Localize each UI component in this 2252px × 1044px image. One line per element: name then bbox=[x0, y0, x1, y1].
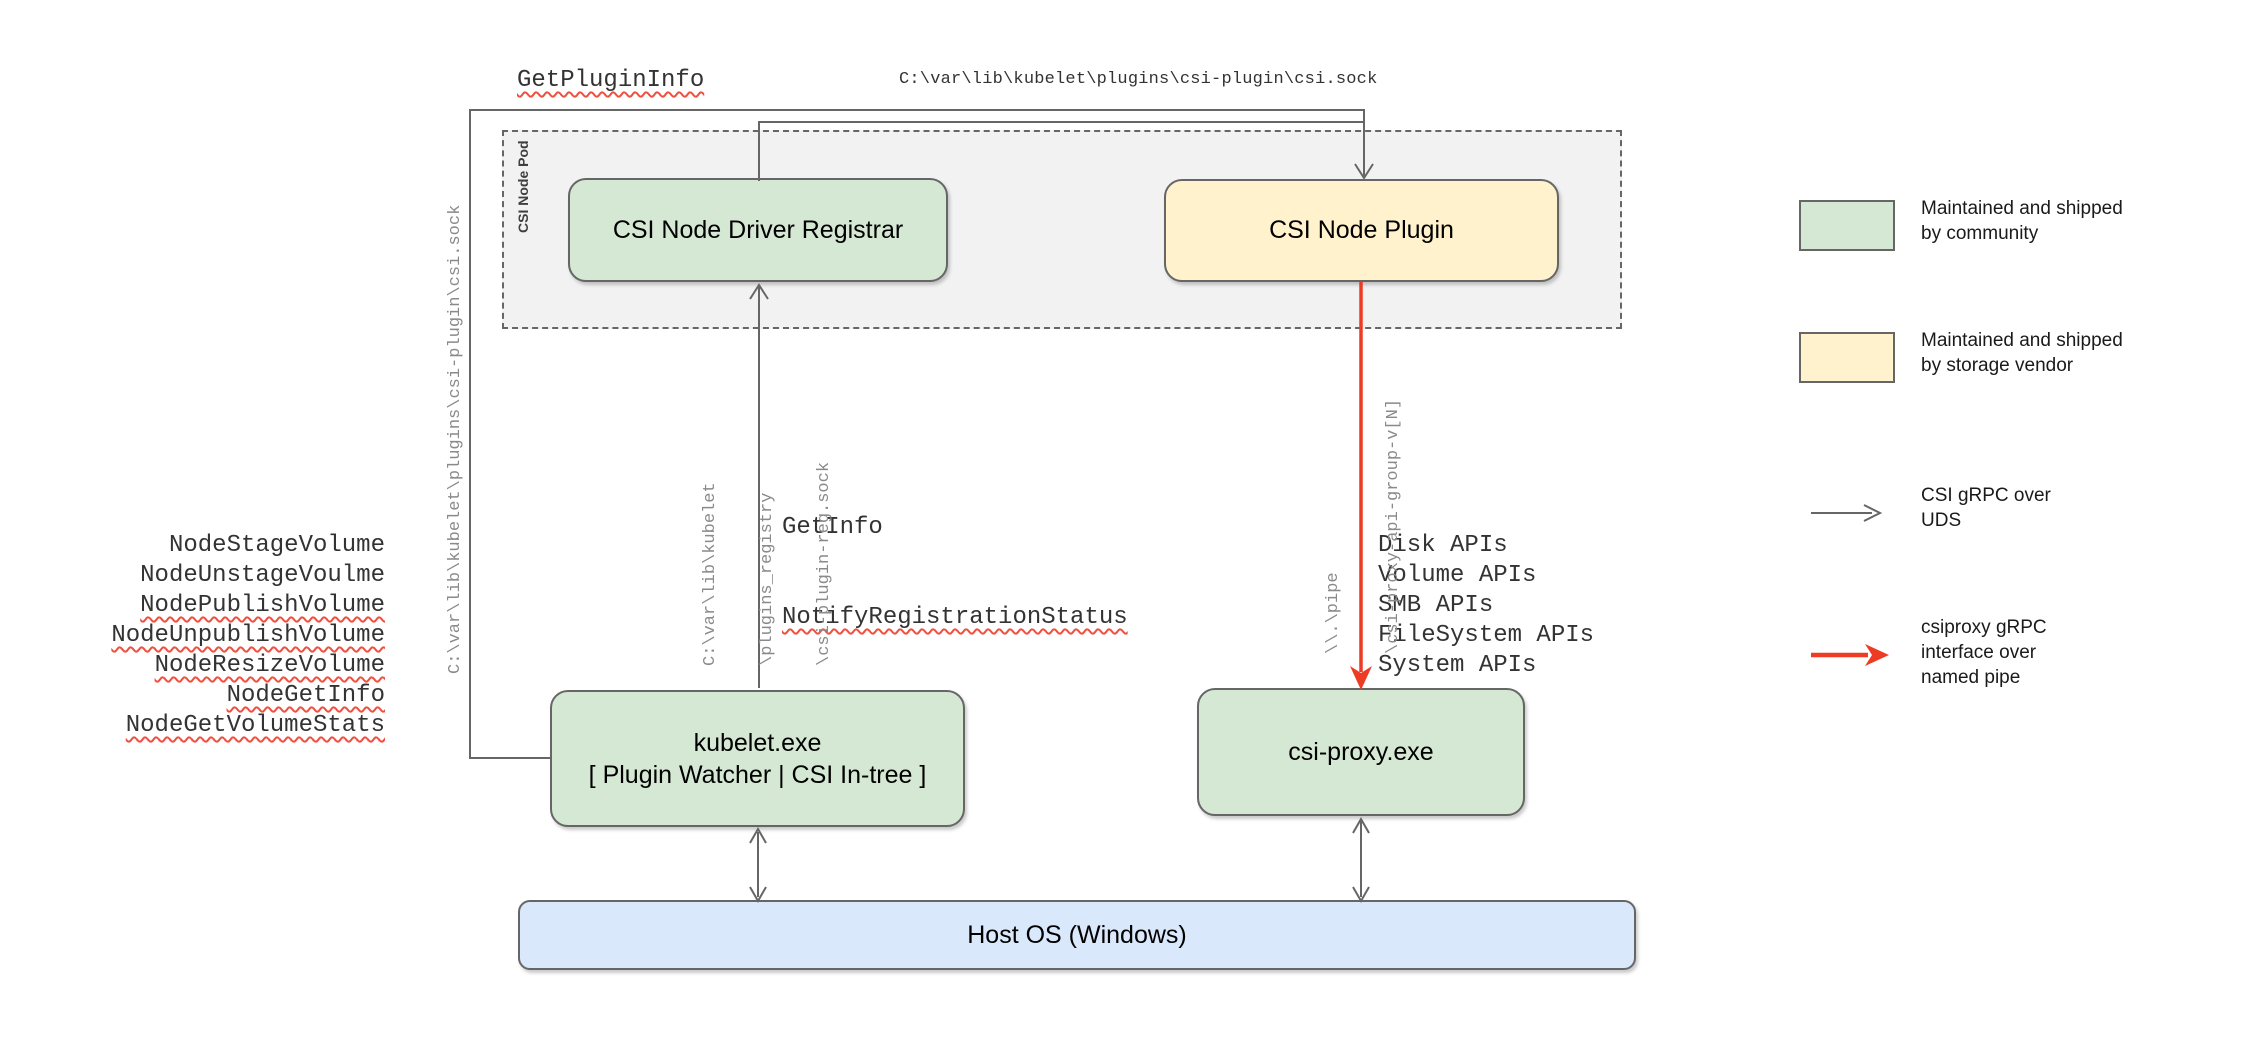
legend-community-swatch bbox=[1799, 200, 1895, 251]
registration-sock-path-line2: \plugins_registry bbox=[758, 492, 777, 666]
api-call-item: FileSystem APIs bbox=[1378, 622, 1595, 649]
api-call-item: System APIs bbox=[1378, 652, 1537, 679]
csiproxy-host-down-arrowhead-icon bbox=[1352, 886, 1370, 904]
named-pipe-path-line1: \\.\pipe bbox=[1324, 572, 1343, 654]
legend-community-line1: Maintained and shipped bbox=[1921, 198, 2123, 219]
csi-node-plugin-label: CSI Node Plugin bbox=[1269, 216, 1454, 244]
kubelet-box: kubelet.exe [ Plugin Watcher | CSI In-tr… bbox=[550, 690, 965, 827]
legend-vendor-line1: Maintained and shipped bbox=[1921, 330, 2123, 351]
legend-uds-line1: CSI gRPC over bbox=[1921, 485, 2051, 506]
kubelet-label-line2: [ Plugin Watcher | CSI In-tree ] bbox=[588, 760, 927, 789]
kubelet-host-down-arrowhead-icon bbox=[749, 886, 767, 904]
registration-sock-path-line1: C:\var\lib\kubelet bbox=[701, 482, 720, 666]
csi-node-plugin-box: CSI Node Plugin bbox=[1164, 179, 1559, 282]
legend-vendor-line2: by storage vendor bbox=[1921, 355, 2074, 376]
legend-uds-label: CSI gRPC over UDS bbox=[1921, 483, 2051, 533]
node-call-item: NodePublishVolume bbox=[140, 592, 385, 619]
csiproxy-red-arrowhead-icon bbox=[1350, 666, 1372, 690]
legend-named-pipe-line3: named pipe bbox=[1921, 667, 2021, 688]
named-pipe-path-line2: \csi-proxy-api-group-v[N] bbox=[1384, 398, 1403, 654]
host-os-label: Host OS (Windows) bbox=[967, 920, 1187, 949]
registration-sock-path-line3: \csi-plugin-reg.sock bbox=[815, 461, 834, 666]
csi-proxy-label: csi-proxy.exe bbox=[1288, 737, 1434, 766]
api-call-item: Volume APIs bbox=[1378, 562, 1537, 589]
legend-community-label: Maintained and shipped by community bbox=[1921, 196, 2123, 246]
legend-named-pipe-label: csiproxy gRPC interface over named pipe bbox=[1921, 615, 2047, 690]
legend-vendor-label: Maintained and shipped by storage vendor bbox=[1921, 328, 2123, 378]
csi-proxy-box: csi-proxy.exe bbox=[1197, 688, 1525, 816]
node-call-item: NodeStageVolume bbox=[168, 532, 385, 559]
legend-named-pipe-line1: csiproxy gRPC bbox=[1921, 617, 2047, 638]
csi-sock-path-top-label: C:\var\lib\kubelet\plugins\csi-plugin\cs… bbox=[899, 70, 1378, 89]
csiproxy-host-up-arrowhead-icon bbox=[1352, 816, 1370, 834]
node-call-item: NodeUnstageVoulme bbox=[140, 562, 385, 589]
legend-uds-arrowhead-icon bbox=[1863, 504, 1883, 522]
kubelet-label-line1: kubelet.exe bbox=[693, 728, 822, 757]
csi-node-driver-registrar-label: CSI Node Driver Registrar bbox=[612, 215, 904, 244]
named-pipe-path-label: \\.\pipe \csi-proxy-api-group-v[N] bbox=[1284, 388, 1403, 654]
csi-node-pod-label: CSI Node Pod bbox=[515, 140, 531, 233]
api-call-item: SMB APIs bbox=[1378, 592, 1494, 619]
node-call-item: NodeGetInfo bbox=[226, 682, 385, 709]
node-call-item: NodeGetVolumeStats bbox=[125, 712, 385, 739]
legend-named-pipe-line2: interface over bbox=[1921, 642, 2037, 663]
legend-community-line2: by community bbox=[1921, 223, 2039, 244]
legend-pipe-arrowhead-icon bbox=[1865, 644, 1889, 666]
csi-node-driver-registrar-box: CSI Node Driver Registrar bbox=[568, 178, 948, 282]
registration-sock-path-label: C:\var\lib\kubelet \plugins_registry \cs… bbox=[663, 446, 834, 666]
host-os-box: Host OS (Windows) bbox=[518, 900, 1636, 970]
node-call-item: NodeResizeVolume bbox=[154, 652, 385, 679]
csi-sock-path-left-label: C:\var\lib\kubelet\plugins\csi-plugin\cs… bbox=[446, 204, 465, 674]
get-plugin-info-label: GetPluginInfo bbox=[517, 67, 705, 94]
legend-vendor-swatch bbox=[1799, 332, 1895, 383]
api-call-item: Disk APIs bbox=[1378, 532, 1508, 559]
kubelet-host-up-arrowhead-icon bbox=[749, 826, 767, 844]
legend-uds-line2: UDS bbox=[1921, 510, 1962, 531]
node-call-item: NodeUnpublishVolume bbox=[111, 622, 385, 649]
